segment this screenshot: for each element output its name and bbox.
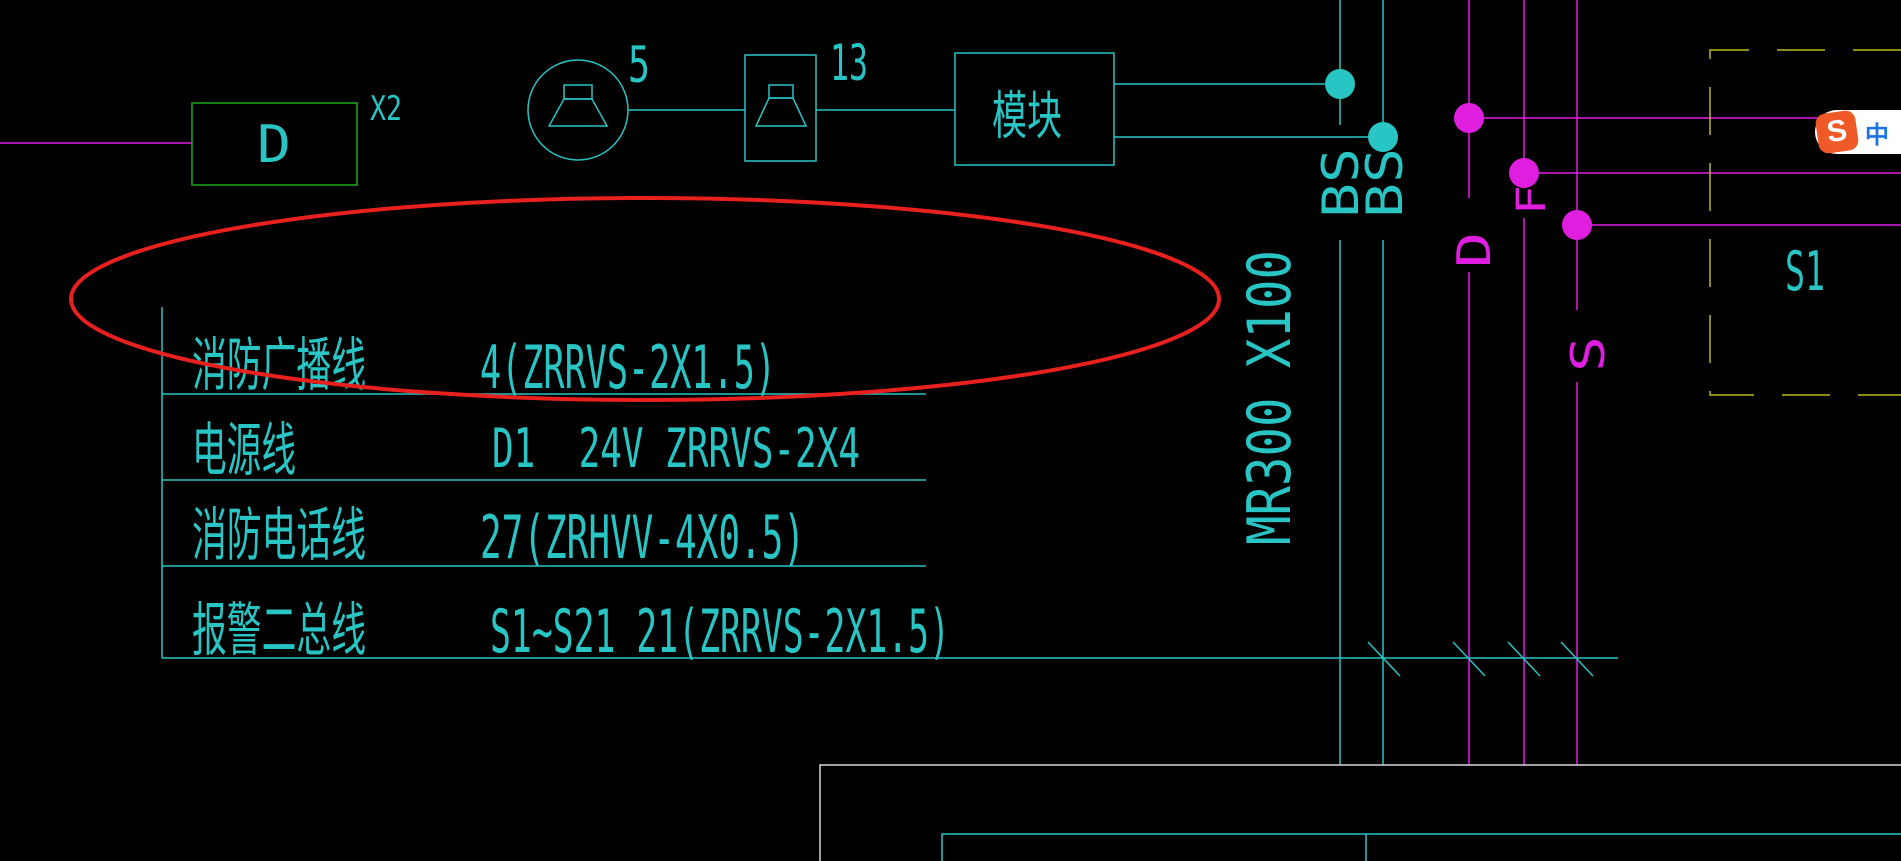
speaker-box-icon xyxy=(744,54,817,162)
legend-row-spec: 4(ZRRVS-2X1.5) xyxy=(480,333,776,403)
junction-dot xyxy=(1454,103,1484,133)
legend-row-spec: D1 24V ZRRVS-2X4 xyxy=(492,417,860,480)
panel-label: S1 xyxy=(1785,240,1825,303)
panel-outline xyxy=(1709,49,1901,396)
junction-dot xyxy=(1509,158,1539,188)
legend-row-name: 消防电话线 xyxy=(192,501,366,569)
line-label-f: F xyxy=(1509,185,1555,215)
legend-row-spec: S1~S21 21(ZRRVS-2X1.5) xyxy=(490,597,950,667)
block-d-label: D xyxy=(257,115,291,175)
wire-tick xyxy=(1367,641,1401,677)
highlight-ellipse xyxy=(69,196,1221,402)
module-label: 模块 xyxy=(992,87,1062,147)
module-box xyxy=(954,52,1115,166)
trunk-label-bs: BS xyxy=(1312,148,1370,218)
ime-mode-indicator[interactable]: 中 xyxy=(1865,120,1889,149)
wire-tick xyxy=(1452,641,1486,677)
legend-row-spec: 27(ZRHVV-4X0.5) xyxy=(480,503,805,573)
ime-badge[interactable]: S 中 xyxy=(1814,109,1901,155)
speaker-box-count: 13 xyxy=(830,34,868,92)
junction-dot xyxy=(1562,210,1592,240)
line-label-s: S xyxy=(1561,336,1615,372)
line-label-d: D xyxy=(1447,232,1501,268)
bottom-frame-outer xyxy=(819,764,1901,861)
block-d-count: X2 xyxy=(370,89,402,129)
trunk-label-bs: BS xyxy=(1356,148,1414,218)
cable-tray-label: MR300 X100 xyxy=(1235,250,1305,545)
junction-dot xyxy=(1368,122,1398,152)
legend-row-name: 消防广播线 xyxy=(192,331,366,399)
speaker-icon-cone xyxy=(547,98,609,127)
ime-logo-icon[interactable]: S xyxy=(1814,109,1860,155)
legend-row-name: 电源线 xyxy=(192,416,296,484)
legend-row-name: 报警二总线 xyxy=(192,596,366,664)
junction-dot xyxy=(1325,69,1355,99)
bottom-frame-inner xyxy=(941,833,1901,861)
speaker-box-icon-cone xyxy=(754,97,808,127)
wire-tick xyxy=(1507,641,1541,677)
block-d xyxy=(191,102,358,186)
wire-tick xyxy=(1560,641,1594,677)
speaker-count: 5 xyxy=(628,36,650,94)
